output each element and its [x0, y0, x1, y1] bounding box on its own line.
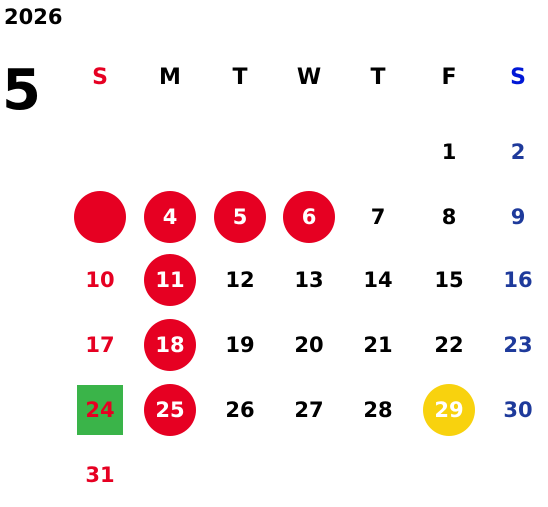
cell-label: 28 [363, 398, 393, 422]
cell-label: 7 [370, 205, 386, 229]
day-cell-28: 28 [343, 378, 413, 442]
day-cell-31: 31 [65, 443, 135, 507]
weekday-header-6: S [483, 45, 548, 109]
day-cell-4: 4 [135, 185, 205, 249]
day-cell-10: 10 [65, 248, 135, 312]
day-cell-30: 30 [483, 378, 548, 442]
day-cell-17: 17 [65, 313, 135, 377]
cell-label: 19 [225, 333, 255, 357]
weekday-header-0: S [65, 45, 135, 109]
day-cell-15: 15 [414, 248, 484, 312]
day-cell-6: 6 [274, 185, 344, 249]
day-cell-26: 26 [205, 378, 275, 442]
day-cell-18: 18 [135, 313, 205, 377]
day-cell-1: 1 [414, 120, 484, 184]
day-marker [144, 319, 196, 371]
day-cell-23: 23 [483, 313, 548, 377]
day-cell-3: 3 [65, 185, 135, 249]
cell-label: T [370, 64, 386, 90]
cell-label: 10 [85, 268, 115, 292]
day-marker [144, 254, 196, 306]
cell-label: 5 [232, 205, 248, 229]
cell-label: 24 [85, 398, 115, 422]
day-cell-12: 12 [205, 248, 275, 312]
day-cell-11: 11 [135, 248, 205, 312]
cell-label: 23 [503, 333, 533, 357]
day-cell-9: 9 [483, 185, 548, 249]
month-number: 5 [2, 58, 41, 123]
cell-label: 1 [441, 140, 457, 164]
cell-label: 14 [363, 268, 393, 292]
cell-label: 31 [85, 463, 115, 487]
cell-label: 9 [510, 205, 526, 229]
day-cell-29: 29 [414, 378, 484, 442]
day-cell-16: 16 [483, 248, 548, 312]
cell-label: M [159, 64, 181, 90]
cell-label: 4 [162, 205, 178, 229]
day-cell-13: 13 [274, 248, 344, 312]
day-cell-22: 22 [414, 313, 484, 377]
day-cell-27: 27 [274, 378, 344, 442]
day-cell-5: 5 [205, 185, 275, 249]
day-marker [283, 191, 335, 243]
year-label: 2026 [4, 5, 63, 29]
cell-label: 11 [155, 268, 185, 292]
day-cell-25: 25 [135, 378, 205, 442]
cell-label: 26 [225, 398, 255, 422]
weekday-header-4: T [343, 45, 413, 109]
day-marker [144, 384, 196, 436]
cell-label: 6 [301, 205, 317, 229]
cell-label: 3 [92, 205, 108, 229]
weekday-header-1: M [135, 45, 205, 109]
day-cell-21: 21 [343, 313, 413, 377]
cell-label: S [510, 64, 526, 90]
day-cell-8: 8 [414, 185, 484, 249]
cell-label: 17 [85, 333, 115, 357]
cell-label: 2 [510, 140, 526, 164]
cell-label: 12 [225, 268, 255, 292]
cell-label: 30 [503, 398, 533, 422]
weekday-header-2: T [205, 45, 275, 109]
day-cell-20: 20 [274, 313, 344, 377]
day-cell-14: 14 [343, 248, 413, 312]
cell-label: 16 [503, 268, 533, 292]
cell-label: F [441, 64, 457, 90]
day-marker [74, 191, 126, 243]
cell-label: 22 [434, 333, 464, 357]
cell-label: 25 [155, 398, 185, 422]
day-cell-2: 2 [483, 120, 548, 184]
day-cell-7: 7 [343, 185, 413, 249]
cell-label: 21 [363, 333, 393, 357]
day-marker [214, 191, 266, 243]
weekday-header-3: W [274, 45, 344, 109]
cell-label: W [296, 64, 322, 90]
day-marker [423, 384, 475, 436]
cell-label: 13 [294, 268, 324, 292]
cell-label: 20 [294, 333, 324, 357]
day-marker [77, 385, 123, 435]
cell-label: 27 [294, 398, 324, 422]
cell-label: 29 [434, 398, 464, 422]
day-cell-19: 19 [205, 313, 275, 377]
day-marker [144, 191, 196, 243]
cell-label: T [232, 64, 248, 90]
cell-label: S [92, 64, 108, 90]
day-cell-24: 24 [65, 378, 135, 442]
cell-label: 18 [155, 333, 185, 357]
cell-label: 8 [441, 205, 457, 229]
weekday-header-5: F [414, 45, 484, 109]
cell-label: 15 [434, 268, 464, 292]
